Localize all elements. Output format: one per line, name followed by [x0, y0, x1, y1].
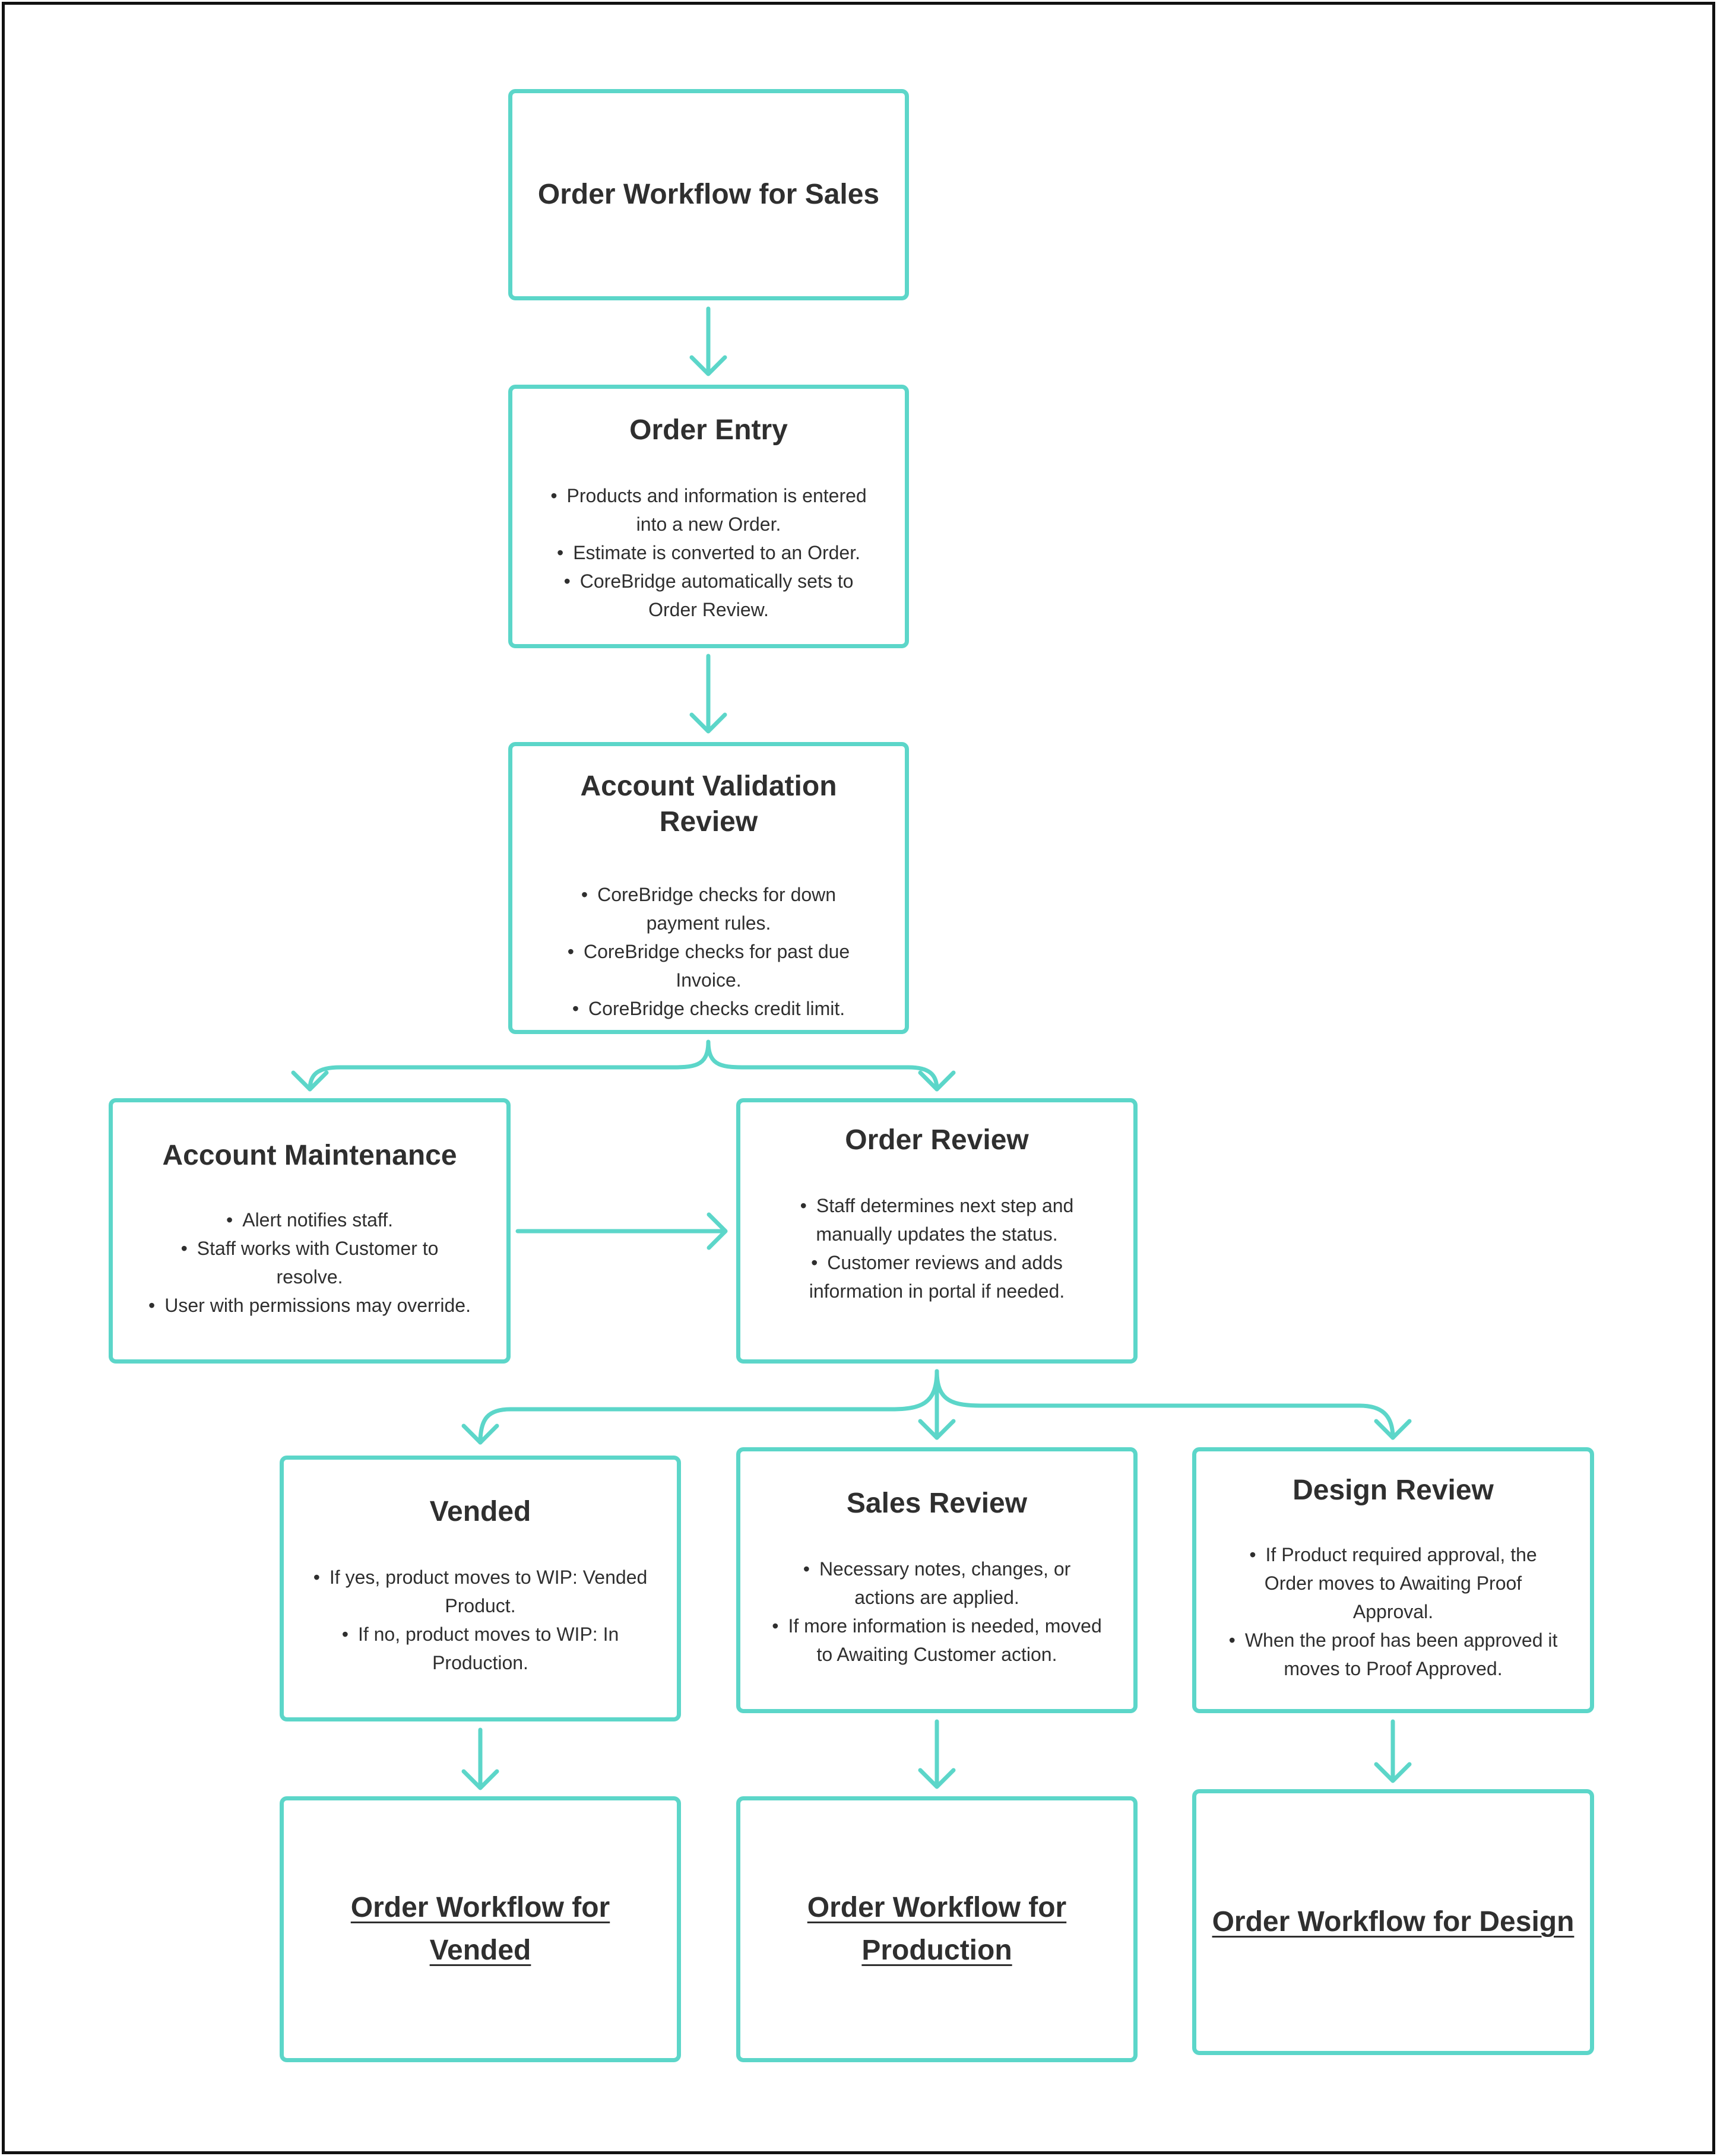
bullet-list: If yes, product moves to WIP: Vended Pro… — [302, 1563, 659, 1677]
list-item: Products and information is entered into… — [542, 481, 875, 538]
node-order-review: Order Review Staff determines next step … — [736, 1098, 1138, 1364]
node-order-entry: Order Entry Products and information is … — [508, 385, 909, 648]
node-title: Sales Review — [846, 1488, 1028, 1519]
list-item: CoreBridge checks for past due Invoice. — [562, 937, 855, 994]
bullet-list: Products and information is entered into… — [530, 481, 887, 624]
arrow-top-to-order-entry — [689, 306, 727, 376]
branch-account-validation — [308, 1039, 939, 1092]
node-account-maintenance: Account Maintenance Alert notifies staff… — [109, 1098, 511, 1364]
node-title: Account Maintenance — [162, 1140, 457, 1171]
bullet-list: CoreBridge checks for down payment rules… — [530, 880, 887, 1023]
arrow-vended-to-link — [461, 1727, 499, 1790]
bullet-list: Alert notifies staff. Staff works with C… — [131, 1206, 489, 1320]
node-title: Order Workflow for Sales — [537, 179, 880, 210]
list-item: Alert notifies staff. — [131, 1206, 489, 1234]
node-link-vended: Order Workflow for Vended — [280, 1796, 681, 2062]
list-item: CoreBridge automatically sets to Order R… — [542, 567, 875, 624]
list-item: Staff determines next step and manually … — [782, 1191, 1092, 1248]
node-title: Vended — [429, 1496, 531, 1527]
node-title: Order Entry — [629, 414, 788, 446]
branch-order-review-right — [934, 1369, 1395, 1440]
arrow-sales-review-to-link — [918, 1719, 956, 1789]
node-title: Order Review — [845, 1124, 1029, 1156]
bullet-list: If Product required approval, the Order … — [1214, 1540, 1572, 1683]
node-link-production: Order Workflow for Production — [736, 1796, 1138, 2062]
arrowhead-to-design-review — [1374, 1419, 1412, 1440]
node-title: Account Validation Review — [580, 771, 837, 838]
list-item: If yes, product moves to WIP: Vended Pro… — [305, 1563, 655, 1620]
node-order-workflow-for-sales: Order Workflow for Sales — [508, 89, 909, 300]
arrowhead-to-sales-review — [918, 1419, 956, 1440]
arrow-account-maintenance-to-order-review — [515, 1212, 728, 1250]
bullet-list: Necessary notes, changes, or actions are… — [758, 1555, 1116, 1669]
list-item: CoreBridge checks for down payment rules… — [562, 880, 855, 937]
arrow-order-entry-to-account-validation — [689, 654, 727, 734]
list-item: Staff works with Customer to resolve. — [131, 1234, 489, 1291]
arrowhead-to-order-review — [918, 1070, 956, 1092]
bullet-list: Staff determines next step and manually … — [758, 1191, 1116, 1305]
list-item: If no, product moves to WIP: In Producti… — [305, 1620, 655, 1677]
node-design-review: Design Review If Product required approv… — [1192, 1447, 1594, 1713]
node-account-validation-review: Account Validation Review CoreBridge che… — [508, 742, 909, 1034]
node-link-design: Order Workflow for Design — [1192, 1789, 1594, 2055]
arrowhead-to-vended — [461, 1423, 499, 1445]
list-item: User with permissions may override. — [131, 1291, 489, 1320]
arrow-design-review-to-link — [1374, 1719, 1412, 1783]
list-item: If Product required approval, the Order … — [1226, 1540, 1560, 1626]
list-item: If more information is needed, moved to … — [766, 1612, 1107, 1669]
list-item: CoreBridge checks credit limit. — [562, 994, 855, 1023]
arrowhead-to-account-maintenance — [291, 1070, 329, 1092]
list-item: Necessary notes, changes, or actions are… — [766, 1555, 1107, 1612]
node-vended: Vended If yes, product moves to WIP: Ven… — [280, 1456, 681, 1721]
list-item: When the proof has been approved it move… — [1226, 1626, 1560, 1683]
order-workflow-for-vended-link[interactable]: Order Workflow for Vended — [350, 1892, 610, 1966]
order-workflow-for-production-link[interactable]: Order Workflow for Production — [807, 1892, 1067, 1966]
list-item: Estimate is converted to an Order. — [542, 538, 875, 567]
branch-order-review-left — [478, 1369, 939, 1445]
list-item: Customer reviews and adds information in… — [782, 1248, 1092, 1305]
order-workflow-for-design-link[interactable]: Order Workflow for Design — [1212, 1906, 1575, 1938]
node-sales-review: Sales Review Necessary notes, changes, o… — [736, 1447, 1138, 1713]
node-title: Design Review — [1292, 1475, 1494, 1506]
